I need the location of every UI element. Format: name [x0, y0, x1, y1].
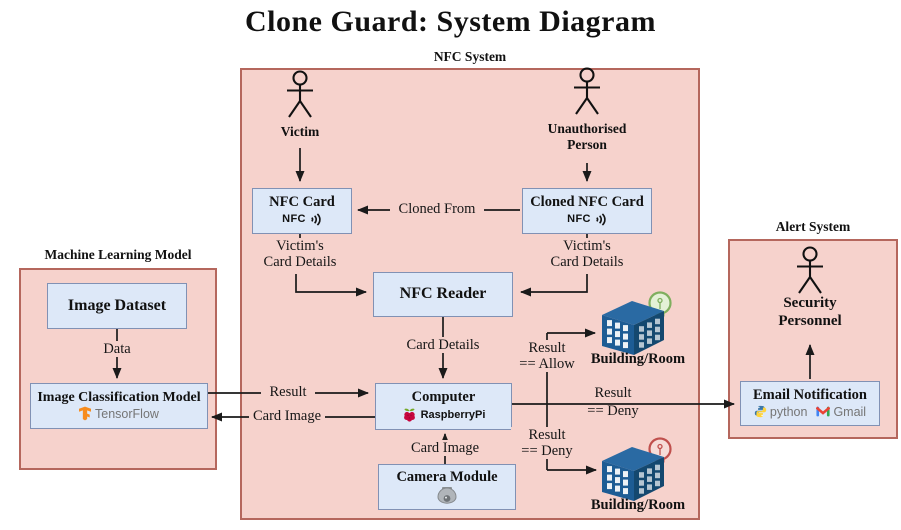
nfc-waves-icon [311, 212, 321, 226]
actor-label-unauthorised-person: Unauthorised Person [547, 121, 627, 153]
building-allow-label: Building/Room [590, 351, 686, 367]
region-label-machine-learning: Machine Learning Model [44, 247, 192, 262]
cloned-nfc-card-label: Cloned NFC Card [530, 194, 644, 211]
nfc-reader-label: NFC Reader [399, 285, 487, 303]
node-image-dataset: Image Dataset [47, 283, 187, 329]
building-deny-icon [602, 437, 672, 501]
nfc-logo: NFC [282, 212, 322, 227]
node-email-notification: Email Notification python Gmail [740, 381, 880, 426]
gmail-logo: Gmail [816, 405, 866, 419]
unauthorised-person-stick-figure-icon [574, 67, 600, 115]
node-nfc-card: NFC Card NFC [252, 188, 352, 234]
page-title: Clone Guard: System Diagram [245, 5, 656, 38]
node-nfc-reader: NFC Reader [373, 272, 513, 317]
security-personnel-stick-figure-icon [797, 246, 823, 294]
nfc-card-label: NFC Card [269, 194, 335, 211]
node-camera-module: Camera Module [378, 464, 516, 510]
edge-label-card-details: Card Details [398, 337, 488, 354]
tensorflow-icon [79, 406, 92, 421]
actor-label-victim: Victim [280, 124, 320, 139]
image-classification-model-label: Image Classification Model [37, 389, 201, 405]
edge-label-data: Data [95, 341, 139, 358]
edge-label-victims-card-details-right: Victim's Card Details [532, 238, 642, 271]
region-label-nfc-system: NFC System [433, 49, 507, 64]
building-deny-label: Building/Room [590, 497, 686, 513]
nfc-logo: NFC [567, 212, 607, 227]
edge-label-victims-card-details-left: Victim's Card Details [245, 238, 355, 271]
edge-label-cloned-from: Cloned From [390, 201, 484, 218]
tensorflow-logo: TensorFlow [79, 406, 159, 421]
victim-stick-figure-icon [287, 70, 313, 118]
building-allow-icon [602, 291, 672, 355]
python-logo: python [754, 405, 807, 419]
nfc-waves-icon [596, 212, 606, 226]
node-cloned-nfc-card: Cloned NFC Card NFC [522, 188, 652, 234]
computer-label: Computer [411, 389, 476, 406]
email-notification-label: Email Notification [753, 387, 867, 404]
edge-label-result-deny-email: Result == Deny [587, 385, 639, 419]
raspberry-pi-logo: RaspberryPi [402, 407, 485, 423]
camera-dome-icon [437, 486, 457, 504]
python-icon [754, 405, 767, 418]
raspberry-pi-icon [403, 408, 415, 422]
actor-label-security-personnel: Security Personnel [778, 295, 842, 330]
edge-label-card-image: Card Image [249, 408, 325, 425]
node-image-classification-model: Image Classification Model TensorFlow [30, 383, 208, 429]
gmail-icon [816, 406, 831, 417]
edge-label-result-allow: Result == Allow [511, 340, 583, 373]
edge-label-card-image-camera: Card Image [407, 440, 483, 457]
camera-module-label: Camera Module [396, 469, 498, 486]
edge-label-result: Result [261, 384, 315, 401]
region-label-alert-system: Alert System [775, 219, 851, 234]
image-dataset-label: Image Dataset [67, 296, 167, 314]
edge-label-result-deny-building: Result == Deny [511, 427, 583, 460]
node-computer: Computer RaspberryPi [375, 383, 512, 430]
